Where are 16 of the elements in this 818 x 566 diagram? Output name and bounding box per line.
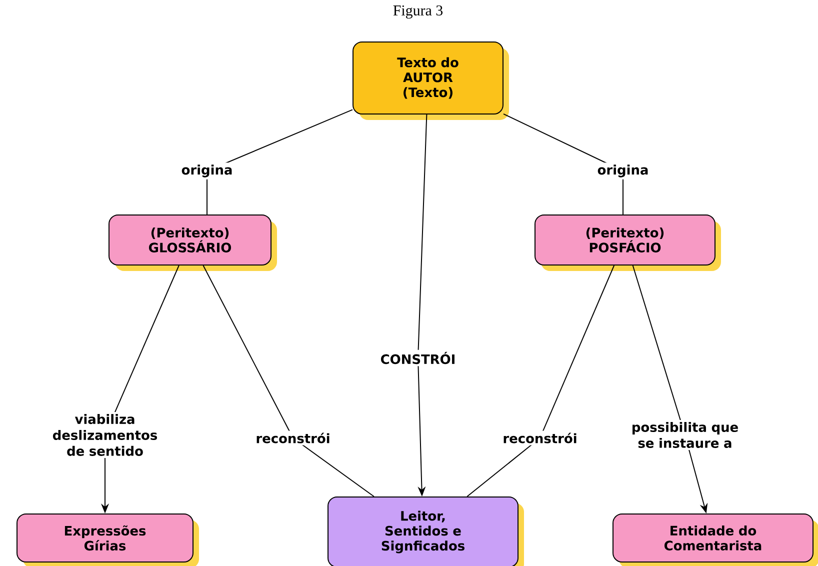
edge-label: CONSTRÓI: [378, 350, 458, 366]
concept-box: Entidade do Comentarista: [612, 514, 818, 566]
connector: [202, 265, 374, 497]
connector: [466, 265, 615, 497]
edge-label: possibilita que se instaure a: [629, 420, 741, 450]
concept-box: (Peritexto) GLOSSÁRIO: [108, 214, 277, 271]
concept-box: Texto do AUTOR (Texto): [352, 42, 509, 120]
edge-label: viabiliza deslizamentos de sentido: [39, 412, 171, 458]
title: Figura 3: [393, 5, 443, 19]
concept-box: Expressões Gírias: [16, 514, 199, 566]
edge-label: reconstrói: [500, 430, 580, 446]
concept-box: Leitor, Sentidos e Signficados: [328, 496, 524, 566]
concept-box: (Peritexto) POSFÁCIO: [534, 214, 721, 271]
edge-label: reconstrói: [254, 430, 332, 446]
edge-label: origina: [595, 162, 651, 180]
edge-label: origina: [179, 162, 235, 180]
